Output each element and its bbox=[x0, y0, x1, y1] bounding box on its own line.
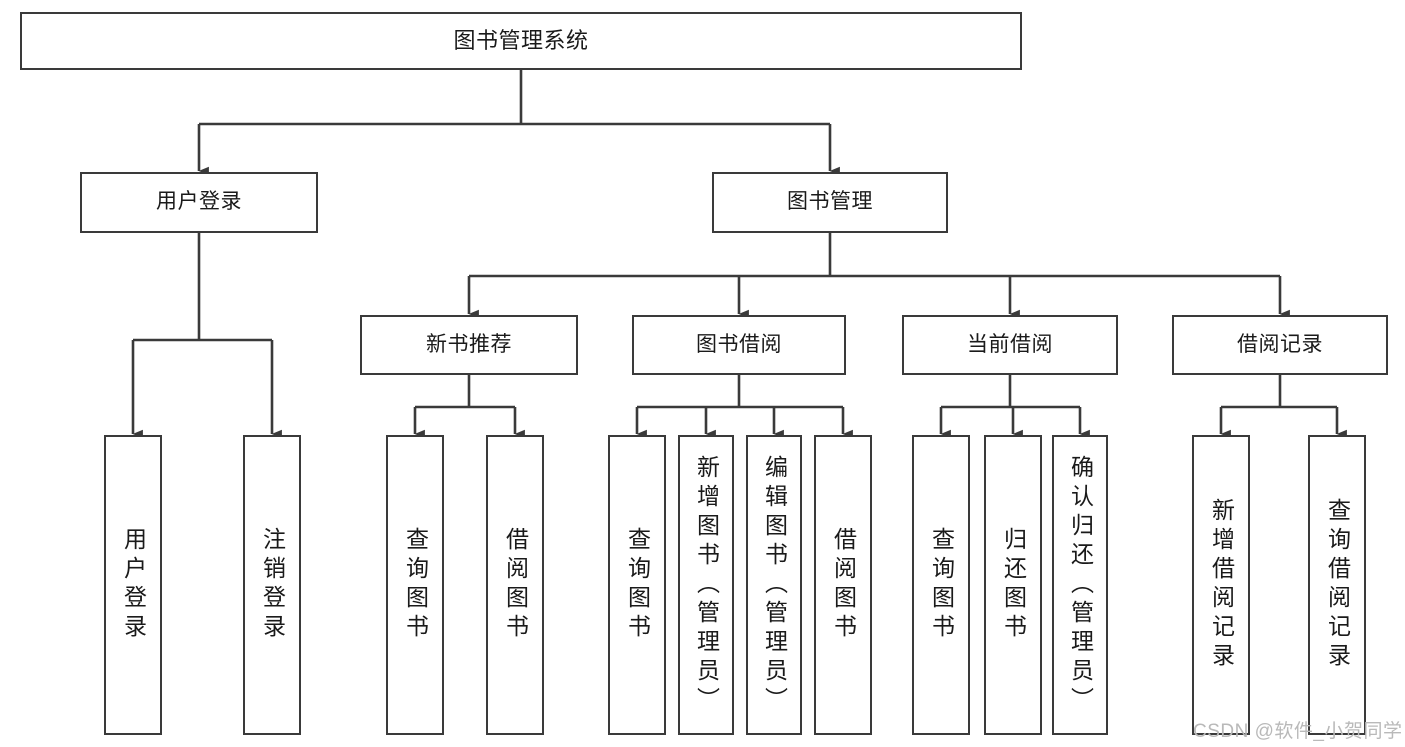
node-leaf-add-book[interactable]: 新增图书（管理员） bbox=[678, 435, 734, 735]
node-book-manage[interactable]: 图书管理 bbox=[712, 172, 948, 233]
node-leaf-query-record-label: 查询借阅记录 bbox=[1324, 498, 1351, 672]
node-leaf-logout[interactable]: 注销登录 bbox=[243, 435, 301, 735]
node-book-borrow[interactable]: 图书借阅 bbox=[632, 315, 846, 375]
node-new-book-recommend[interactable]: 新书推荐 bbox=[360, 315, 578, 375]
node-borrow-record[interactable]: 借阅记录 bbox=[1172, 315, 1388, 375]
node-leaf-add-record[interactable]: 新增借阅记录 bbox=[1192, 435, 1250, 735]
node-leaf-return-book[interactable]: 归还图书 bbox=[984, 435, 1042, 735]
node-leaf-edit-book-label: 编辑图书（管理员） bbox=[761, 454, 788, 716]
node-leaf-confirm-return-label: 确认归还（管理员） bbox=[1067, 454, 1094, 716]
node-leaf-borrow-book-1-label: 借阅图书 bbox=[502, 527, 529, 643]
node-leaf-query-book-3-label: 查询图书 bbox=[928, 527, 955, 643]
node-user-login[interactable]: 用户登录 bbox=[80, 172, 318, 233]
node-leaf-borrow-book-2-label: 借阅图书 bbox=[830, 527, 857, 643]
node-leaf-add-book-label: 新增图书（管理员） bbox=[693, 454, 720, 716]
node-book-borrow-label: 图书借阅 bbox=[696, 332, 782, 356]
node-leaf-add-record-label: 新增借阅记录 bbox=[1208, 498, 1235, 672]
node-current-borrow-label: 当前借阅 bbox=[967, 332, 1053, 356]
node-leaf-logout-label: 注销登录 bbox=[259, 527, 286, 643]
node-leaf-query-record[interactable]: 查询借阅记录 bbox=[1308, 435, 1366, 735]
node-leaf-confirm-return[interactable]: 确认归还（管理员） bbox=[1052, 435, 1108, 735]
node-leaf-query-book-3[interactable]: 查询图书 bbox=[912, 435, 970, 735]
node-leaf-query-book-1[interactable]: 查询图书 bbox=[386, 435, 444, 735]
node-new-book-recommend-label: 新书推荐 bbox=[426, 332, 512, 356]
node-leaf-borrow-book-2[interactable]: 借阅图书 bbox=[814, 435, 872, 735]
node-leaf-borrow-book-1[interactable]: 借阅图书 bbox=[486, 435, 544, 735]
node-leaf-return-book-label: 归还图书 bbox=[1000, 527, 1027, 643]
node-leaf-user-login-label: 用户登录 bbox=[120, 527, 147, 643]
node-borrow-record-label: 借阅记录 bbox=[1237, 332, 1323, 356]
node-book-manage-label: 图书管理 bbox=[787, 190, 873, 214]
node-leaf-query-book-2-label: 查询图书 bbox=[624, 527, 651, 643]
node-user-login-label: 用户登录 bbox=[156, 190, 242, 214]
node-leaf-user-login[interactable]: 用户登录 bbox=[104, 435, 162, 735]
node-leaf-edit-book[interactable]: 编辑图书（管理员） bbox=[746, 435, 802, 735]
node-leaf-query-book-2[interactable]: 查询图书 bbox=[608, 435, 666, 735]
csdn-watermark: CSDN @软件_小贺同学 bbox=[1193, 721, 1403, 742]
node-root[interactable]: 图书管理系统 bbox=[20, 12, 1022, 70]
node-leaf-query-book-1-label: 查询图书 bbox=[402, 527, 429, 643]
node-current-borrow[interactable]: 当前借阅 bbox=[902, 315, 1118, 375]
node-root-label: 图书管理系统 bbox=[453, 28, 589, 54]
